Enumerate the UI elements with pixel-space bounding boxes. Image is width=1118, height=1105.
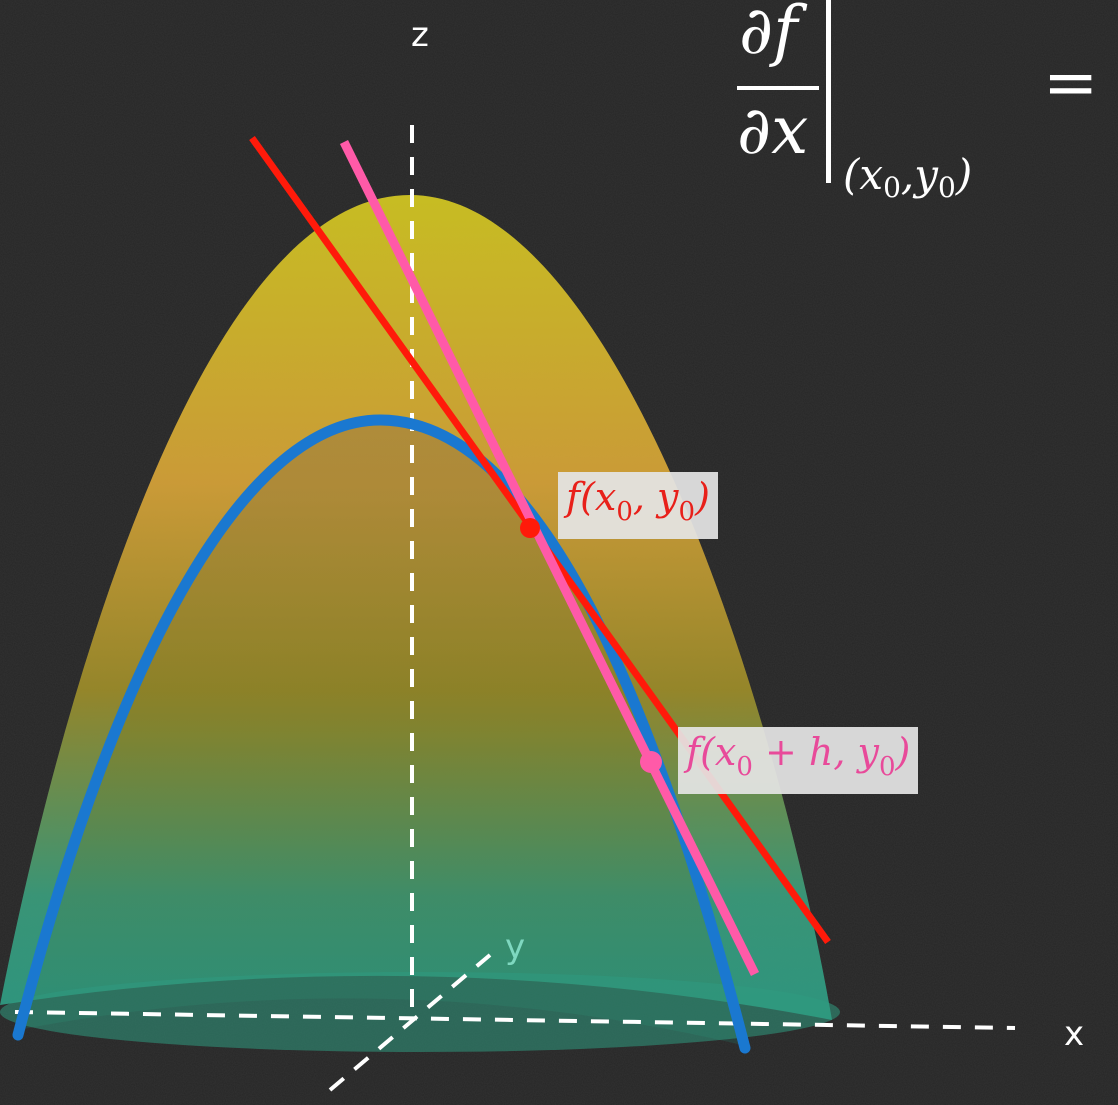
eval-sub2: 0	[937, 171, 956, 204]
formula-denominator: ∂x	[737, 92, 809, 169]
z-axis-label: z	[411, 15, 429, 55]
evaluation-bar	[826, 0, 831, 183]
eval-sub1: 0	[883, 171, 901, 204]
label-p1-post: )	[895, 730, 911, 774]
equals-sign: =	[1043, 44, 1099, 121]
surface-base-ellipse	[0, 972, 840, 1052]
label-f-x0-plus-h-y0: f(x0 + h, y0)	[678, 727, 919, 794]
label-p0-sub2: 0	[678, 497, 696, 527]
partial-derivative-formula: ∂f ∂x (x0,y0) =	[725, 0, 1115, 220]
x-axis	[14, 1010, 1016, 1030]
x-axis-label: x	[1064, 1014, 1084, 1054]
point-f-x0-y0	[520, 518, 540, 538]
formula-numerator: ∂f	[739, 0, 798, 69]
label-p0-pre: f(x	[566, 475, 617, 519]
y-axis-label: y	[505, 927, 525, 967]
eval-close: )	[955, 150, 973, 199]
label-p0-post: )	[695, 475, 710, 519]
label-p0-sub1: 0	[616, 497, 633, 527]
label-f-x0-y0: f(x0, y0)	[558, 472, 718, 539]
evaluation-point: (x0,y0)	[843, 150, 972, 204]
point-f-x0-plus-h-y0	[640, 751, 662, 773]
eval-mid: ,y	[900, 150, 938, 199]
fraction-bar	[737, 86, 819, 90]
secant-line	[339, 140, 760, 976]
label-p1-sub1: 0	[736, 752, 753, 782]
eval-open: (x	[843, 150, 884, 199]
label-p1-sub2: 0	[878, 752, 896, 782]
label-p0-mid: , y	[632, 475, 679, 519]
trace-curve	[12, 414, 751, 1054]
y-axis	[328, 953, 492, 1092]
label-p1-pre: f(x	[686, 730, 737, 774]
label-p1-mid: + h, y	[752, 730, 879, 774]
